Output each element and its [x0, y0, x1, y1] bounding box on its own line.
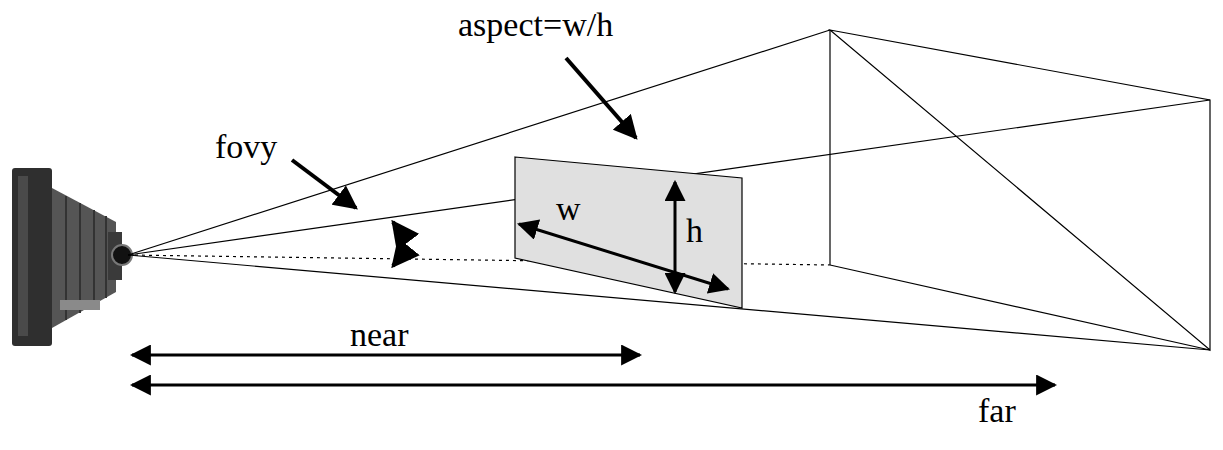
near-arrow: [132, 354, 640, 357]
fovy-pointer: [292, 160, 356, 208]
frustum-lines: [128, 30, 1210, 350]
distance-label: far: [976, 392, 1018, 429]
aspect-pointer: [566, 58, 636, 138]
fov-label: fovy: [213, 128, 279, 165]
fov-arc: [393, 222, 402, 266]
width-label: w: [554, 190, 583, 227]
height-label: h: [684, 212, 705, 249]
far-arrow: [132, 384, 1055, 387]
camera-picture: [12, 168, 132, 346]
near-plane: [515, 157, 742, 308]
distance-label: near: [348, 316, 411, 353]
aspect-label: aspect=w/h: [456, 6, 615, 43]
height-arrow: [674, 182, 677, 292]
